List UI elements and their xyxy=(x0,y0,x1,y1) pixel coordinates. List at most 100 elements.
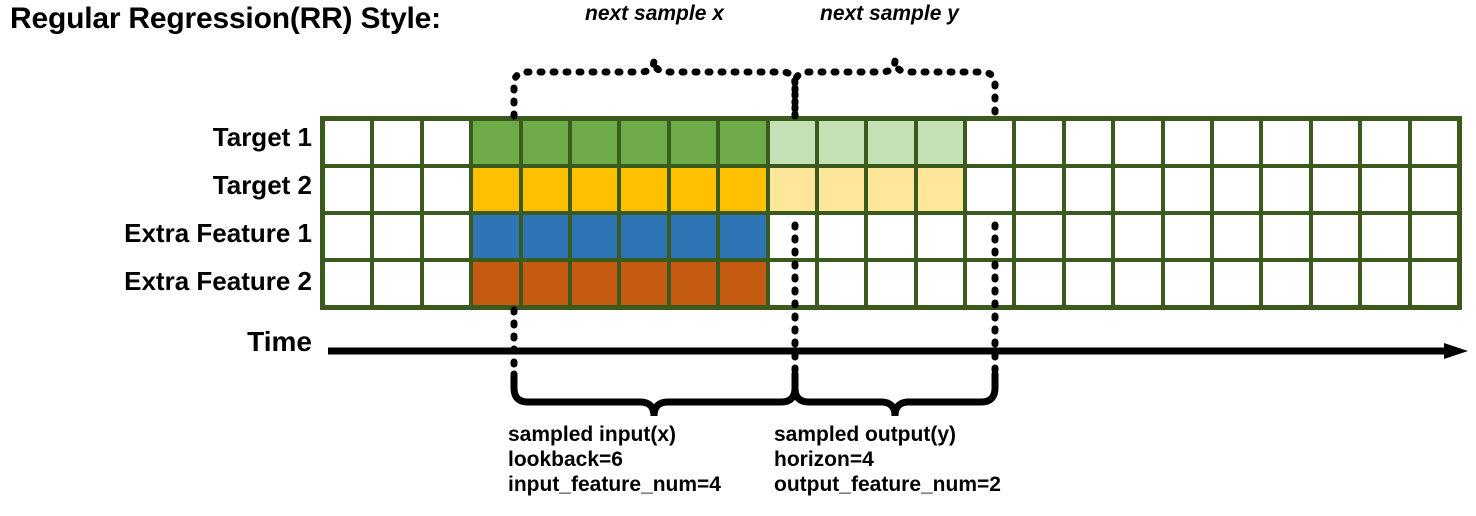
grid-cell xyxy=(670,262,717,305)
grid-cell xyxy=(818,262,865,305)
grid-cell xyxy=(670,168,717,211)
grid-cell xyxy=(1065,121,1112,164)
grid-cell xyxy=(374,215,420,258)
grid-cell xyxy=(473,262,519,305)
grid-cell xyxy=(720,121,766,164)
grid-cell xyxy=(868,168,914,211)
grid-cell xyxy=(1362,168,1408,211)
grid-cell xyxy=(917,262,964,305)
grid-cell xyxy=(1164,168,1211,211)
grid-cell xyxy=(1016,121,1062,164)
grid-cell xyxy=(1065,262,1112,305)
grid-cell xyxy=(1164,121,1211,164)
grid-cell xyxy=(522,121,568,164)
grid-cell xyxy=(374,121,420,164)
grid-cell xyxy=(1065,215,1112,258)
grid-cell xyxy=(1115,168,1161,211)
grid-cell xyxy=(1263,168,1309,211)
sampled-input-title: sampled input(x) xyxy=(508,423,677,446)
grid-cell xyxy=(1362,121,1408,164)
dotted-brace-next-sample-y xyxy=(791,59,999,120)
grid-cell xyxy=(1016,215,1062,258)
grid-cell xyxy=(1065,168,1112,211)
grid-cell xyxy=(868,121,914,164)
grid-cell xyxy=(522,168,568,211)
grid-cell xyxy=(967,121,1013,164)
grid-cell xyxy=(1214,262,1260,305)
grid-cell xyxy=(1164,215,1211,258)
grid-cell xyxy=(621,168,667,211)
row-label-target-1: Target 1 xyxy=(212,122,312,152)
grid-cell xyxy=(571,168,618,211)
row-label-extra-feature-2: Extra Feature 2 xyxy=(124,266,312,296)
grid-cell xyxy=(374,168,420,211)
annotation-sampled-input: sampled input(x) lookback=6 input_featur… xyxy=(508,422,721,497)
time-axis-arrow xyxy=(328,343,1468,359)
grid-cell xyxy=(423,121,470,164)
row-label-column: Target 1 Target 2 Extra Feature 1 Extra … xyxy=(0,116,312,310)
grid-cell xyxy=(1263,262,1309,305)
annotation-sampled-output: sampled output(y) horizon=4 output_featu… xyxy=(774,422,1001,497)
grid-cell xyxy=(423,262,470,305)
grid-cell xyxy=(423,215,470,258)
grid-cell xyxy=(1164,262,1211,305)
grid-cell xyxy=(1411,215,1457,258)
grid-cell xyxy=(670,215,717,258)
grid-cell xyxy=(769,262,815,305)
grid-cell xyxy=(1411,168,1457,211)
grid-cell xyxy=(1312,262,1359,305)
dotted-brace-next-sample-x xyxy=(510,59,799,120)
grid-cell xyxy=(325,168,371,211)
grid-cell xyxy=(1362,215,1408,258)
grid-cell xyxy=(1115,215,1161,258)
grid-cell xyxy=(818,215,865,258)
grid-cell xyxy=(720,215,766,258)
grid-cell xyxy=(423,168,470,211)
grid-cell xyxy=(1016,168,1062,211)
annotation-next-sample-x: next sample x xyxy=(585,2,724,25)
brace-sampled-input xyxy=(510,370,799,417)
timeseries-grid xyxy=(320,116,1462,310)
grid-cell xyxy=(621,215,667,258)
grid-cell xyxy=(473,215,519,258)
grid-cell xyxy=(325,262,371,305)
grid-cell xyxy=(818,168,865,211)
annotation-next-sample-y: next sample y xyxy=(820,2,959,25)
sampled-output-featnum: output_feature_num=2 xyxy=(774,473,1001,496)
grid-cell xyxy=(1362,262,1408,305)
row-label-target-2: Target 2 xyxy=(212,170,312,200)
grid-cell xyxy=(967,262,1013,305)
grid-cell xyxy=(917,215,964,258)
sampled-output-title: sampled output(y) xyxy=(774,423,956,446)
grid-cell xyxy=(917,168,964,211)
grid-cell xyxy=(818,121,865,164)
grid-cell xyxy=(1411,262,1457,305)
grid-cell xyxy=(868,262,914,305)
grid-cell xyxy=(522,262,568,305)
grid-cell xyxy=(1115,262,1161,305)
grid-cell xyxy=(1214,215,1260,258)
grid-cell xyxy=(1016,262,1062,305)
grid-cell xyxy=(473,121,519,164)
grid-cell xyxy=(1214,121,1260,164)
grid-cell xyxy=(769,168,815,211)
grid-cell xyxy=(325,121,371,164)
row-label-extra-feature-1: Extra Feature 1 xyxy=(124,218,312,248)
grid-cell xyxy=(967,168,1013,211)
grid-cell xyxy=(571,121,618,164)
sampled-input-lookback: lookback=6 xyxy=(508,448,623,471)
grid-cell xyxy=(374,262,420,305)
grid-cell xyxy=(769,215,815,258)
grid-cell xyxy=(621,121,667,164)
grid-cell xyxy=(1411,121,1457,164)
grid-cell xyxy=(1263,121,1309,164)
grid-cell xyxy=(868,215,914,258)
grid-cell xyxy=(1312,215,1359,258)
grid-cell xyxy=(522,215,568,258)
grid-cell xyxy=(571,215,618,258)
grid-cell xyxy=(473,168,519,211)
grid-cell xyxy=(621,262,667,305)
grid-cell xyxy=(571,262,618,305)
grid-cell xyxy=(670,121,717,164)
